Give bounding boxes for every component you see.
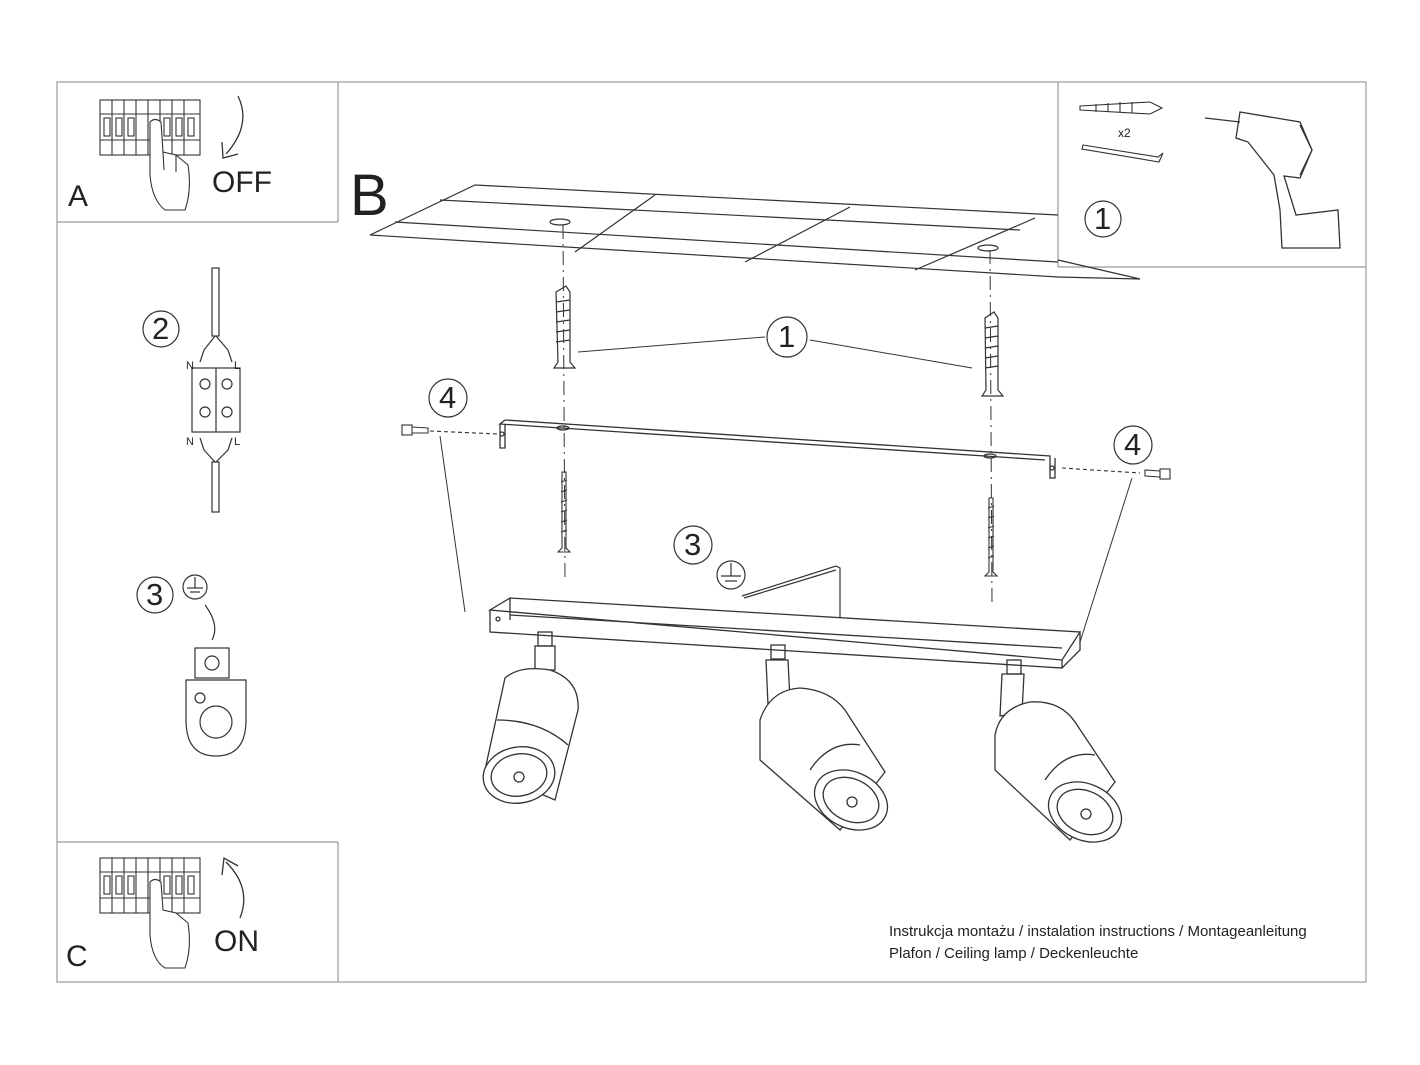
- panel-c-letter: C: [66, 940, 88, 973]
- side-screw-right: [1061, 467, 1171, 480]
- ground-step-number: 3: [146, 577, 164, 612]
- ceiling-surface: [369, 184, 1141, 280]
- wall-plug-icon: [1079, 101, 1164, 163]
- panel-b-letter: B: [350, 163, 389, 228]
- ground-terminal-icon: [182, 574, 247, 757]
- terminal-n-top: N: [186, 360, 194, 372]
- anchor-callout-leaders: [577, 336, 973, 369]
- sheet-frame: [56, 81, 1367, 983]
- terminal-l-top: L: [234, 360, 241, 372]
- alignment-guides: [439, 435, 1133, 643]
- side-screw-left: [401, 424, 499, 436]
- mounting-screw-left: [556, 471, 572, 553]
- caption-line-2: Plafon / Ceiling lamp / Deckenleuchte: [889, 945, 1139, 962]
- mounting-bracket: [498, 419, 1056, 479]
- spotlight-right: [994, 659, 1123, 843]
- anchor-step-number: 1: [778, 319, 796, 354]
- drill-icon: [1204, 111, 1341, 249]
- callout-circles: [136, 200, 1153, 614]
- on-label: ON: [214, 925, 259, 958]
- ground-symbol-icon: [716, 560, 841, 620]
- wiring-step-number: 2: [152, 311, 170, 346]
- screw-right-number: 4: [1124, 427, 1142, 462]
- wall-anchor-right: [980, 311, 1005, 397]
- breaker-on-icon: [99, 857, 201, 969]
- arrow-down-icon: [221, 95, 244, 159]
- spotlight-left: [482, 631, 579, 804]
- caption-line-1: Instrukcja montażu / instalation instruc…: [889, 923, 1307, 940]
- lamp-base-bar: [487, 597, 1082, 669]
- terminal-block-icon: [191, 267, 241, 513]
- drill-axis-lines: [562, 224, 993, 606]
- screw-left-number: 4: [439, 380, 457, 415]
- terminal-n-bottom: N: [186, 436, 194, 448]
- off-label: OFF: [212, 166, 272, 199]
- spotlight-middle: [759, 644, 889, 831]
- arrow-up-icon: [221, 856, 245, 919]
- quantity-label: x2: [1118, 126, 1131, 140]
- ground-wire-step-number: 3: [684, 527, 702, 562]
- mounting-screw-right: [983, 497, 999, 577]
- breaker-off-icon: [99, 99, 201, 211]
- terminal-l-bottom: L: [234, 436, 241, 448]
- wall-anchor-left: [552, 285, 577, 369]
- tools-step-number: 1: [1094, 201, 1112, 236]
- panel-a-letter: A: [68, 180, 89, 213]
